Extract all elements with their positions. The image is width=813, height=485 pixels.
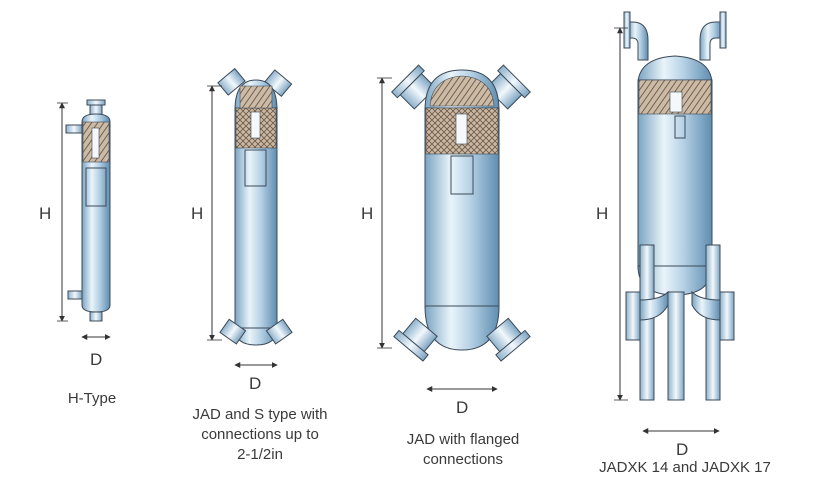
jad-flanged-caption: JAD with flanged connections: [388, 430, 538, 470]
jadxk-caption-line: JADXK 14 and JADXK 17: [599, 459, 771, 476]
h-type-diameter-label: D: [90, 350, 103, 369]
jad-s-type-caption-line-3: 2-1/2in: [237, 446, 283, 463]
jadxk-separator: [614, 11, 735, 434]
jad-flanged-diameter-label: D: [456, 398, 469, 417]
jadxk-height-label: H: [596, 204, 609, 223]
jad-s-type-caption: JAD and S type with connections up to 2-…: [170, 405, 350, 465]
jad-flanged-caption-line-1: JAD with flanged: [406, 431, 520, 448]
h-type-height-label: H: [39, 204, 52, 223]
jad-s-type-caption-line-1: JAD and S type with: [192, 406, 328, 423]
jadxk-diameter-label: D: [676, 440, 689, 459]
jad-s-type-caption-line-2: connections up to: [201, 426, 319, 443]
jad-flanged-caption-line-2: connections: [422, 451, 504, 468]
jadxk-caption: JADXK 14 and JADXK 17: [585, 458, 785, 478]
jad-flanged-height-label: H: [361, 204, 374, 223]
h-type-caption: H-Type: [42, 389, 142, 409]
h-type-separator: [57, 99, 111, 340]
jad-flanged-separator: [377, 64, 531, 392]
jad-s-type-diameter-label: D: [249, 374, 262, 393]
jad-s-type-height-label: H: [191, 204, 204, 223]
h-type-caption-line: H-Type: [67, 390, 117, 407]
jad-s-type-separator: [207, 67, 293, 368]
